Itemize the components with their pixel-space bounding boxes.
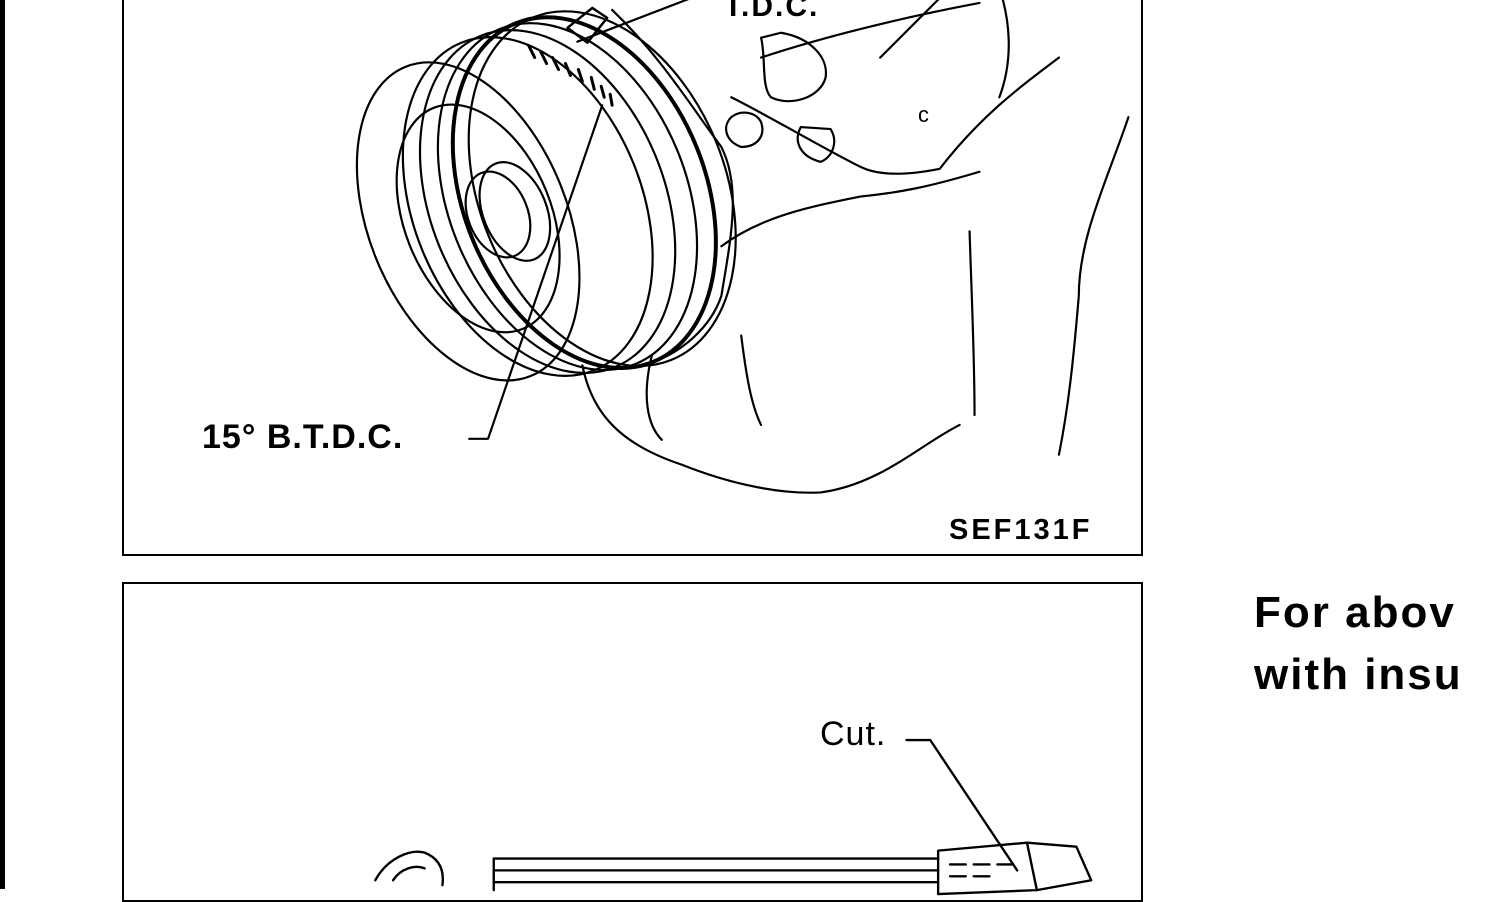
page-margin-rule — [0, 0, 5, 889]
instruction-text: For abov with insu — [1254, 582, 1488, 706]
instruction-line-2: with insu — [1254, 650, 1463, 699]
harness-cut-figure: Cut. — [122, 582, 1143, 902]
instruction-line-1: For abov — [1254, 588, 1456, 637]
svg-text:c: c — [918, 102, 929, 127]
crank-pulley-figure: c T.D.C. 15° B.T.D.C. SEF131F — [122, 0, 1143, 556]
crank-pulley-illustration: c — [355, 0, 1130, 494]
tdc-label: T.D.C. — [724, 0, 820, 23]
cut-label: Cut. — [820, 715, 887, 753]
figure-code-label: SEF131F — [947, 514, 1095, 546]
harness-cut-illustration — [374, 738, 1093, 896]
btdc-label: 15° B.T.D.C. — [202, 418, 404, 456]
